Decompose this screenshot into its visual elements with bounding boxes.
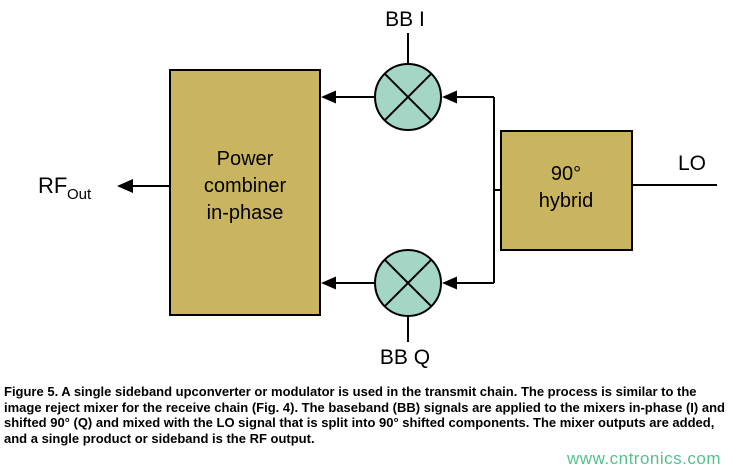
rf-out-subscript-label: Out <box>67 186 92 203</box>
rf-out-arrowhead <box>117 179 133 193</box>
power-combiner-box <box>169 69 321 316</box>
hybrid-label-line1: 90° <box>551 163 581 185</box>
rf-out-label: RF <box>38 173 67 198</box>
power-combiner-label-line2: combiner <box>204 175 287 197</box>
mixer-q-cross-line2 <box>383 258 433 308</box>
mixer-q-to-combiner-arrowhead <box>321 276 336 290</box>
hybrid-to-mixer-q-arrowhead <box>442 276 457 290</box>
hybrid-box <box>500 130 633 251</box>
bb-q-label: BB Q <box>380 346 430 369</box>
mixer-i-cross-line2 <box>383 72 433 122</box>
watermark-text: www.cntronics.com <box>567 449 721 468</box>
bb-i-label: BB I <box>385 8 425 31</box>
upconverter-block-diagram: Power combiner in-phase 90° hybrid BB I … <box>38 8 717 369</box>
power-combiner-label-line1: Power <box>217 148 274 170</box>
power-combiner-label-line3: in-phase <box>207 202 284 224</box>
hybrid-to-mixer-i-arrowhead <box>442 90 457 104</box>
figure-caption: Figure 5. A single sideband upconverter … <box>4 384 725 446</box>
hybrid-label-line2: hybrid <box>539 190 593 212</box>
mixer-i-to-combiner-arrowhead <box>321 90 336 104</box>
lo-label: LO <box>678 152 706 175</box>
